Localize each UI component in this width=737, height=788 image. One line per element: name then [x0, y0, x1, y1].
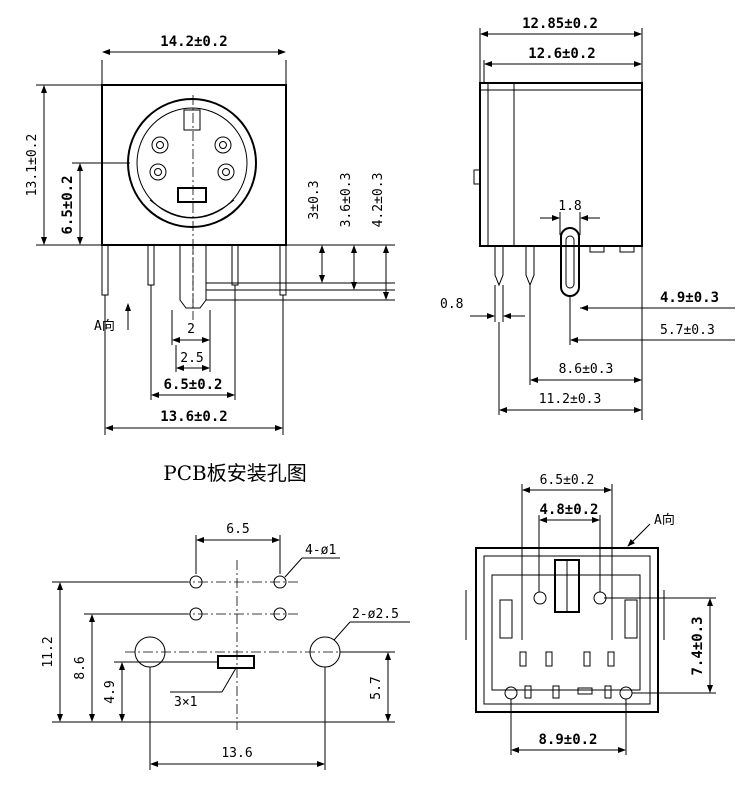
bottom-pad-6	[552, 685, 560, 699]
side-pin-slot-inner	[565, 235, 575, 289]
bottom-direction-label: A向	[654, 512, 675, 528]
pcb-slot	[217, 655, 255, 669]
din-pin-1	[151, 136, 169, 154]
pcb-layout: 6.5 4-ø1 2-ø2.5 11.2 8.6 4.9 5.7 3×1 13.…	[41, 522, 410, 770]
din-pin-2	[214, 136, 232, 154]
bottom-pad-5	[524, 685, 532, 699]
side-top-outer-label: 12.85±0.2	[522, 16, 598, 32]
din-pin-3	[149, 163, 167, 181]
pcb-height-c-label: 4.9	[103, 680, 118, 703]
bottom-top-inner-label: 4.8±0.2	[539, 502, 598, 518]
bottom-pad-1	[519, 651, 527, 667]
front-pin-length-2: 3.6±0.3	[339, 173, 354, 228]
bottom-pad-4	[607, 651, 615, 667]
pcb-hole-small-1	[189, 575, 203, 589]
bottom-slot-right	[624, 599, 638, 639]
side-pin-thk-label: 0.8	[440, 297, 463, 312]
bottom-top-outer-label: 6.5±0.2	[540, 473, 595, 488]
side-body	[479, 82, 643, 247]
bottom-slot-left	[499, 599, 513, 639]
side-foot-2	[619, 245, 635, 253]
din-pin-1-hole	[156, 141, 164, 149]
pcb-title: PCB板安装孔图	[163, 461, 306, 485]
side-pin-left	[494, 246, 504, 287]
front-leg-inner-left	[147, 244, 155, 286]
bottom-right-label: 7.4±0.3	[690, 616, 706, 675]
front-center-height-label: 6.5±0.2	[60, 175, 76, 234]
front-pin-length-3: 4.2±0.3	[371, 173, 386, 228]
side-view: 12.85±0.2 12.6±0.2 1.8 0.8 4.9±0.3 5.7±0…	[440, 16, 735, 420]
front-leg-left	[101, 244, 109, 296]
bottom-body	[475, 547, 659, 713]
bottom-pin-right	[619, 686, 633, 700]
front-pitch-b-label: 2.5	[180, 351, 203, 366]
bottom-pin-left	[504, 686, 518, 700]
front-pin-length-1: 3±0.3	[307, 180, 322, 219]
bottom-pad-2	[545, 651, 553, 667]
din-pin-3-hole	[154, 168, 162, 176]
bottom-pad-7	[577, 687, 593, 695]
side-pin-mid	[525, 246, 535, 287]
pcb-right-height-label: 5.7	[369, 676, 384, 699]
pcb-height-b-label: 8.6	[73, 656, 88, 679]
side-d3-label: 8.6±0.3	[559, 362, 614, 377]
bottom-hole-left	[533, 591, 547, 605]
front-direction-label: A向	[94, 318, 115, 334]
pcb-width-label: 13.6	[221, 746, 252, 761]
din-top-key	[183, 109, 201, 131]
front-span-b-label: 13.6±0.2	[160, 409, 227, 425]
side-d4-label: 11.2±0.3	[539, 392, 602, 407]
front-view: 14.2±0.2 13.1±0.2 6.5±0.2 3±0.3 3.6±0.3 …	[25, 34, 395, 435]
pcb-hole-small-2	[273, 575, 287, 589]
front-leg-right	[279, 244, 287, 296]
pcb-hole-small-4	[273, 607, 287, 621]
din-socket-outer	[127, 98, 257, 228]
din-pin-2-hole	[219, 141, 227, 149]
bottom-view: 6.5±0.2 4.8±0.2 A向 7.4±0.3 8.9±0.2	[465, 473, 716, 755]
pcb-large-holes-label: 2-ø2.5	[352, 607, 399, 622]
din-bottom-key	[177, 187, 207, 203]
din-pin-4	[217, 163, 235, 181]
bottom-pad-3	[583, 651, 591, 667]
bottom-pad-8	[604, 685, 612, 699]
side-d1-label: 4.9±0.3	[660, 290, 719, 306]
side-pin-slot	[560, 227, 580, 297]
front-width-label: 14.2±0.2	[160, 34, 227, 50]
front-pitch-a-label: 2	[187, 322, 195, 337]
bottom-body-inner	[483, 555, 651, 705]
front-span-a-label: 6.5±0.2	[163, 377, 222, 393]
pcb-hole-small-3	[189, 607, 203, 621]
side-top-inner-label: 12.6±0.2	[528, 46, 595, 62]
front-body	[101, 84, 287, 246]
bottom-inner-outline	[491, 574, 641, 691]
side-foot	[589, 245, 605, 253]
front-leg-inner-right	[231, 244, 239, 286]
side-pin-gap-label: 1.8	[558, 199, 581, 214]
front-height-label: 13.1±0.2	[25, 134, 40, 197]
side-d2-label: 5.7±0.3	[660, 323, 715, 338]
pcb-total-height-label: 11.2	[41, 636, 56, 667]
side-latch	[473, 169, 481, 185]
pcb-small-holes-label: 4-ø1	[305, 543, 336, 558]
din-bottom-notch	[149, 199, 235, 218]
bottom-bottom-label: 8.9±0.2	[538, 732, 597, 748]
din-pin-4-hole	[222, 168, 230, 176]
pcb-pitch-label: 6.5	[226, 522, 249, 537]
pcb-slot-label: 3×1	[174, 695, 197, 710]
